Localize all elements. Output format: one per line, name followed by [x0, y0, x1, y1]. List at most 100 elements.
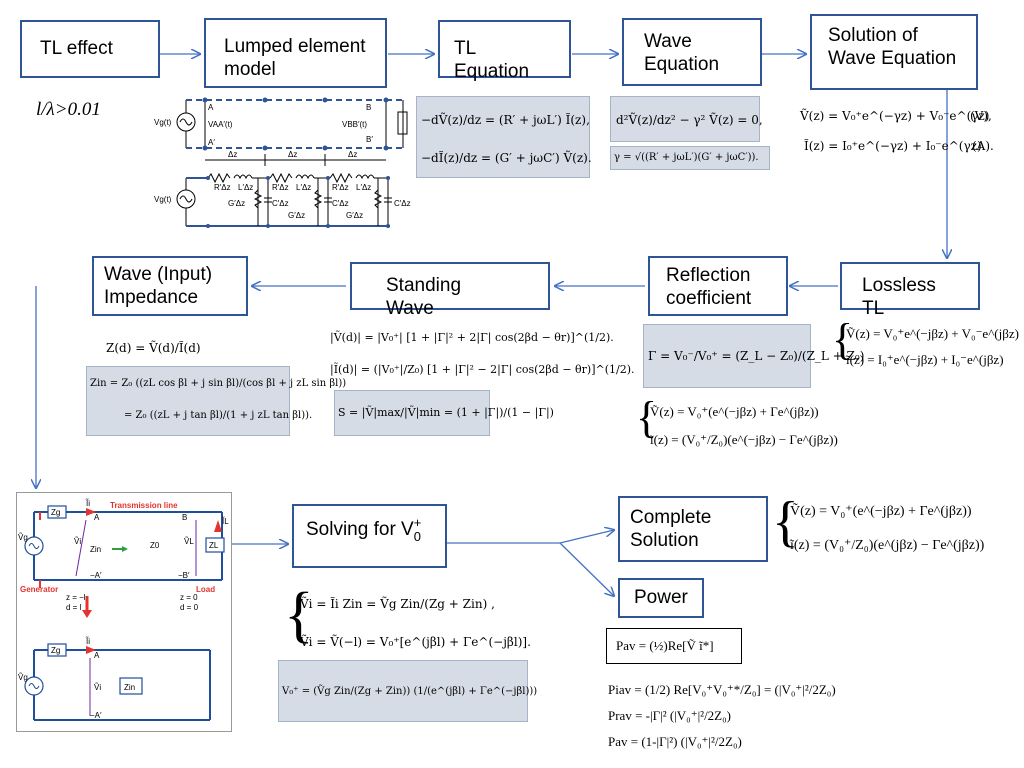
lumped-source-label: Vg(t)	[154, 195, 172, 204]
top-source-label: Vg(t)	[154, 118, 172, 127]
lumped-g-label-3: G′Δz	[346, 211, 363, 220]
lumped-r-label-2: R′Δz	[272, 183, 289, 192]
zin-eq-1: Zin = Z₀ ((zL cos βl + j sin βl)/(cos βl…	[90, 378, 347, 389]
complete-solution-label: Complete Solution	[630, 507, 712, 551]
standing-wave-label: Standing Wave	[386, 275, 462, 319]
gamma-ratio-panel	[643, 324, 811, 388]
top-vbb-label: VBB′(t)	[342, 120, 367, 129]
tline-d-right: d = 0	[180, 603, 199, 612]
tline-il: ĨL	[221, 517, 229, 526]
tline-z-right: z = 0	[180, 593, 198, 602]
tline-z-left: z = −l	[66, 593, 86, 602]
lumped-r-label-3: R′Δz	[332, 183, 349, 192]
sw-i-eq: |Ĩ(d)| = (|V₀⁺|/Z₀) [1 + |Γ|² − 2|Γ| cos…	[330, 363, 635, 376]
lumped-element-box: Lumped element model	[204, 18, 387, 88]
gamma-ratio-eq: Γ = V₀⁻/V₀⁺ = (Z_L − Z₀)/(Z_L + Z₀)	[648, 349, 865, 363]
power-box: Power	[618, 578, 704, 618]
lossless-brace: {	[832, 315, 854, 364]
tline-vi: Ṽi	[74, 537, 81, 546]
complete-v-eq: Ṽ(z) = V₀⁺(e^(−jβz) + Γe^(jβz))	[790, 504, 972, 519]
lumped-l-label-2: L′Δz	[296, 183, 311, 192]
tl-equation-box: TL Equation	[438, 20, 571, 82]
tline-b: B	[182, 513, 187, 522]
gamma-eq: γ = √((R′ + jωL′)(G′ + jωC′)).	[614, 152, 759, 163]
tline-zin: Zin	[90, 545, 101, 554]
tl-eq-2: −dĨ(z)/dz = (G′ + jωC′) Ṽ(z).	[421, 151, 592, 165]
sol-i-eq: Ĩ(z) = I₀⁺e^(−γz) + I₀⁻e^(γz)	[804, 139, 982, 153]
standing-wave-box: Standing Wave	[350, 262, 550, 319]
swr-eq: S = |Ṽ|max/|Ṽ|min = (1 + |Γ|)/(1 − |Γ|)	[338, 406, 554, 419]
lumped-r-label-1: R′Δz	[214, 183, 231, 192]
lossless-i-eq: ĩ(z) = I₀⁺e^(−jβz) + I₀⁻e^(jβz)	[846, 352, 1004, 367]
pav-eq: Pav = (½)Re[Ṽ ĩ*]	[616, 638, 714, 653]
v0-panel	[278, 660, 528, 722]
solution-label: Solution of Wave Equation	[828, 25, 957, 69]
lumped-g-label-1: G′Δz	[228, 199, 245, 208]
tline-vg-2: Ṽg	[18, 673, 28, 682]
top-dz-label-3: Δz	[348, 150, 357, 159]
tline-load: Load	[196, 585, 215, 594]
tline-vg: Ṽg	[18, 533, 28, 542]
tline-b-prime: −B′	[178, 571, 190, 580]
refl-i-eq: ĩ(z) = (V₀⁺/Z₀)(e^(−jβz) − Γe^(jβz))	[650, 432, 838, 447]
impedance-label: Wave (Input) Impedance	[104, 264, 213, 308]
pav-inc-eq: Piav = (1/2) Re[V₀⁺V₀⁺*/Z₀] = (|V₀⁺|²/2Z…	[608, 682, 836, 697]
sol-v-eq: Ṽ(z) = V₀⁺e^(−γz) + V₀⁻e^(γz)	[800, 109, 990, 123]
refl-brace: {	[636, 393, 658, 442]
lumped-l-label-3: L′Δz	[356, 183, 371, 192]
tline-a-prime: −A′	[90, 571, 102, 580]
tline-vl: ṼL	[184, 537, 194, 546]
top-dz-label-2: Δz	[288, 150, 297, 159]
vi-eq-2: Ṽi = Ṽ(−l) = V₀⁺[e^(jβl) + Γe^(−jβl)].	[300, 635, 531, 649]
lumped-c-label-2: C′Δz	[332, 199, 349, 208]
tline-generator: Generator	[20, 585, 58, 594]
arrow-solving-to-power	[559, 542, 614, 596]
tl-criterion: l/λ>0.01	[36, 99, 101, 120]
tl-effect-box: TL effect	[20, 20, 160, 78]
top-vaa-label: VAA′(t)	[208, 120, 233, 129]
tline-ii-2: Ĩi	[85, 637, 90, 646]
sol-v-tag: (V),	[970, 109, 992, 123]
wave-eq-panel	[610, 96, 760, 142]
tline-title: Transmission line	[110, 501, 178, 510]
lumped-c-label-3: C′Δz	[394, 199, 411, 208]
pav-box	[606, 628, 742, 664]
lossless-label: Lossless TL	[862, 275, 936, 319]
tline-vi-2: Ṽi	[94, 683, 101, 692]
lumped-c-label-1: C′Δz	[272, 199, 289, 208]
top-b-prime-label: B′	[366, 135, 373, 144]
lumped-l-label-1: L′Δz	[238, 183, 253, 192]
swr-panel	[334, 390, 490, 436]
v0-eq: V₀⁺ = (Ṽg Zin/(Zg + Zin)) (1/(e^(jβl) + …	[282, 686, 538, 697]
tline-z0: Z0	[150, 541, 160, 550]
top-a-label: A	[208, 103, 214, 112]
solving-label: Solving for V	[306, 519, 414, 540]
sol-i-tag: (A).	[972, 139, 994, 153]
solving-sub: 0	[413, 529, 421, 544]
top-a-prime-label: A′	[208, 138, 215, 147]
tline-zg-2: Zg	[51, 646, 60, 655]
tline-ii: Ĩi	[85, 499, 90, 508]
reflection-label: Reflection coefficient	[666, 265, 752, 309]
pav-ref-eq: Prav = -|Γ|² (|V₀⁺|²/2Z₀)	[608, 708, 731, 723]
vi-brace: {	[284, 581, 314, 649]
tline-zin-2: Zin	[124, 683, 135, 692]
tline-a: A	[94, 513, 100, 522]
lossless-box: Lossless TL	[840, 262, 980, 319]
reflection-box: Reflection coefficient	[648, 256, 788, 316]
power-label: Power	[634, 587, 688, 608]
lumped-element-label: Lumped element model	[224, 36, 366, 80]
solution-box: Solution of Wave Equation	[810, 14, 978, 90]
tline-zl: ZL	[209, 541, 219, 550]
lumped-g-label-2: G′Δz	[288, 211, 305, 220]
refl-v-eq: Ṽ(z) = V₀⁺(e^(−jβz) + Γe^(jβz))	[650, 404, 819, 419]
tline-a-2: A	[94, 651, 100, 660]
tline-d-left: d = l	[66, 603, 82, 612]
z-d-eq: Z(d) = Ṽ(d)/Ĩ(d)	[106, 341, 201, 355]
top-b-label: B	[366, 103, 371, 112]
wave-eq: d²Ṽ(z)/dz² − γ² Ṽ(z) = 0,	[616, 113, 763, 127]
top-dz-label-1: Δz	[228, 150, 237, 159]
